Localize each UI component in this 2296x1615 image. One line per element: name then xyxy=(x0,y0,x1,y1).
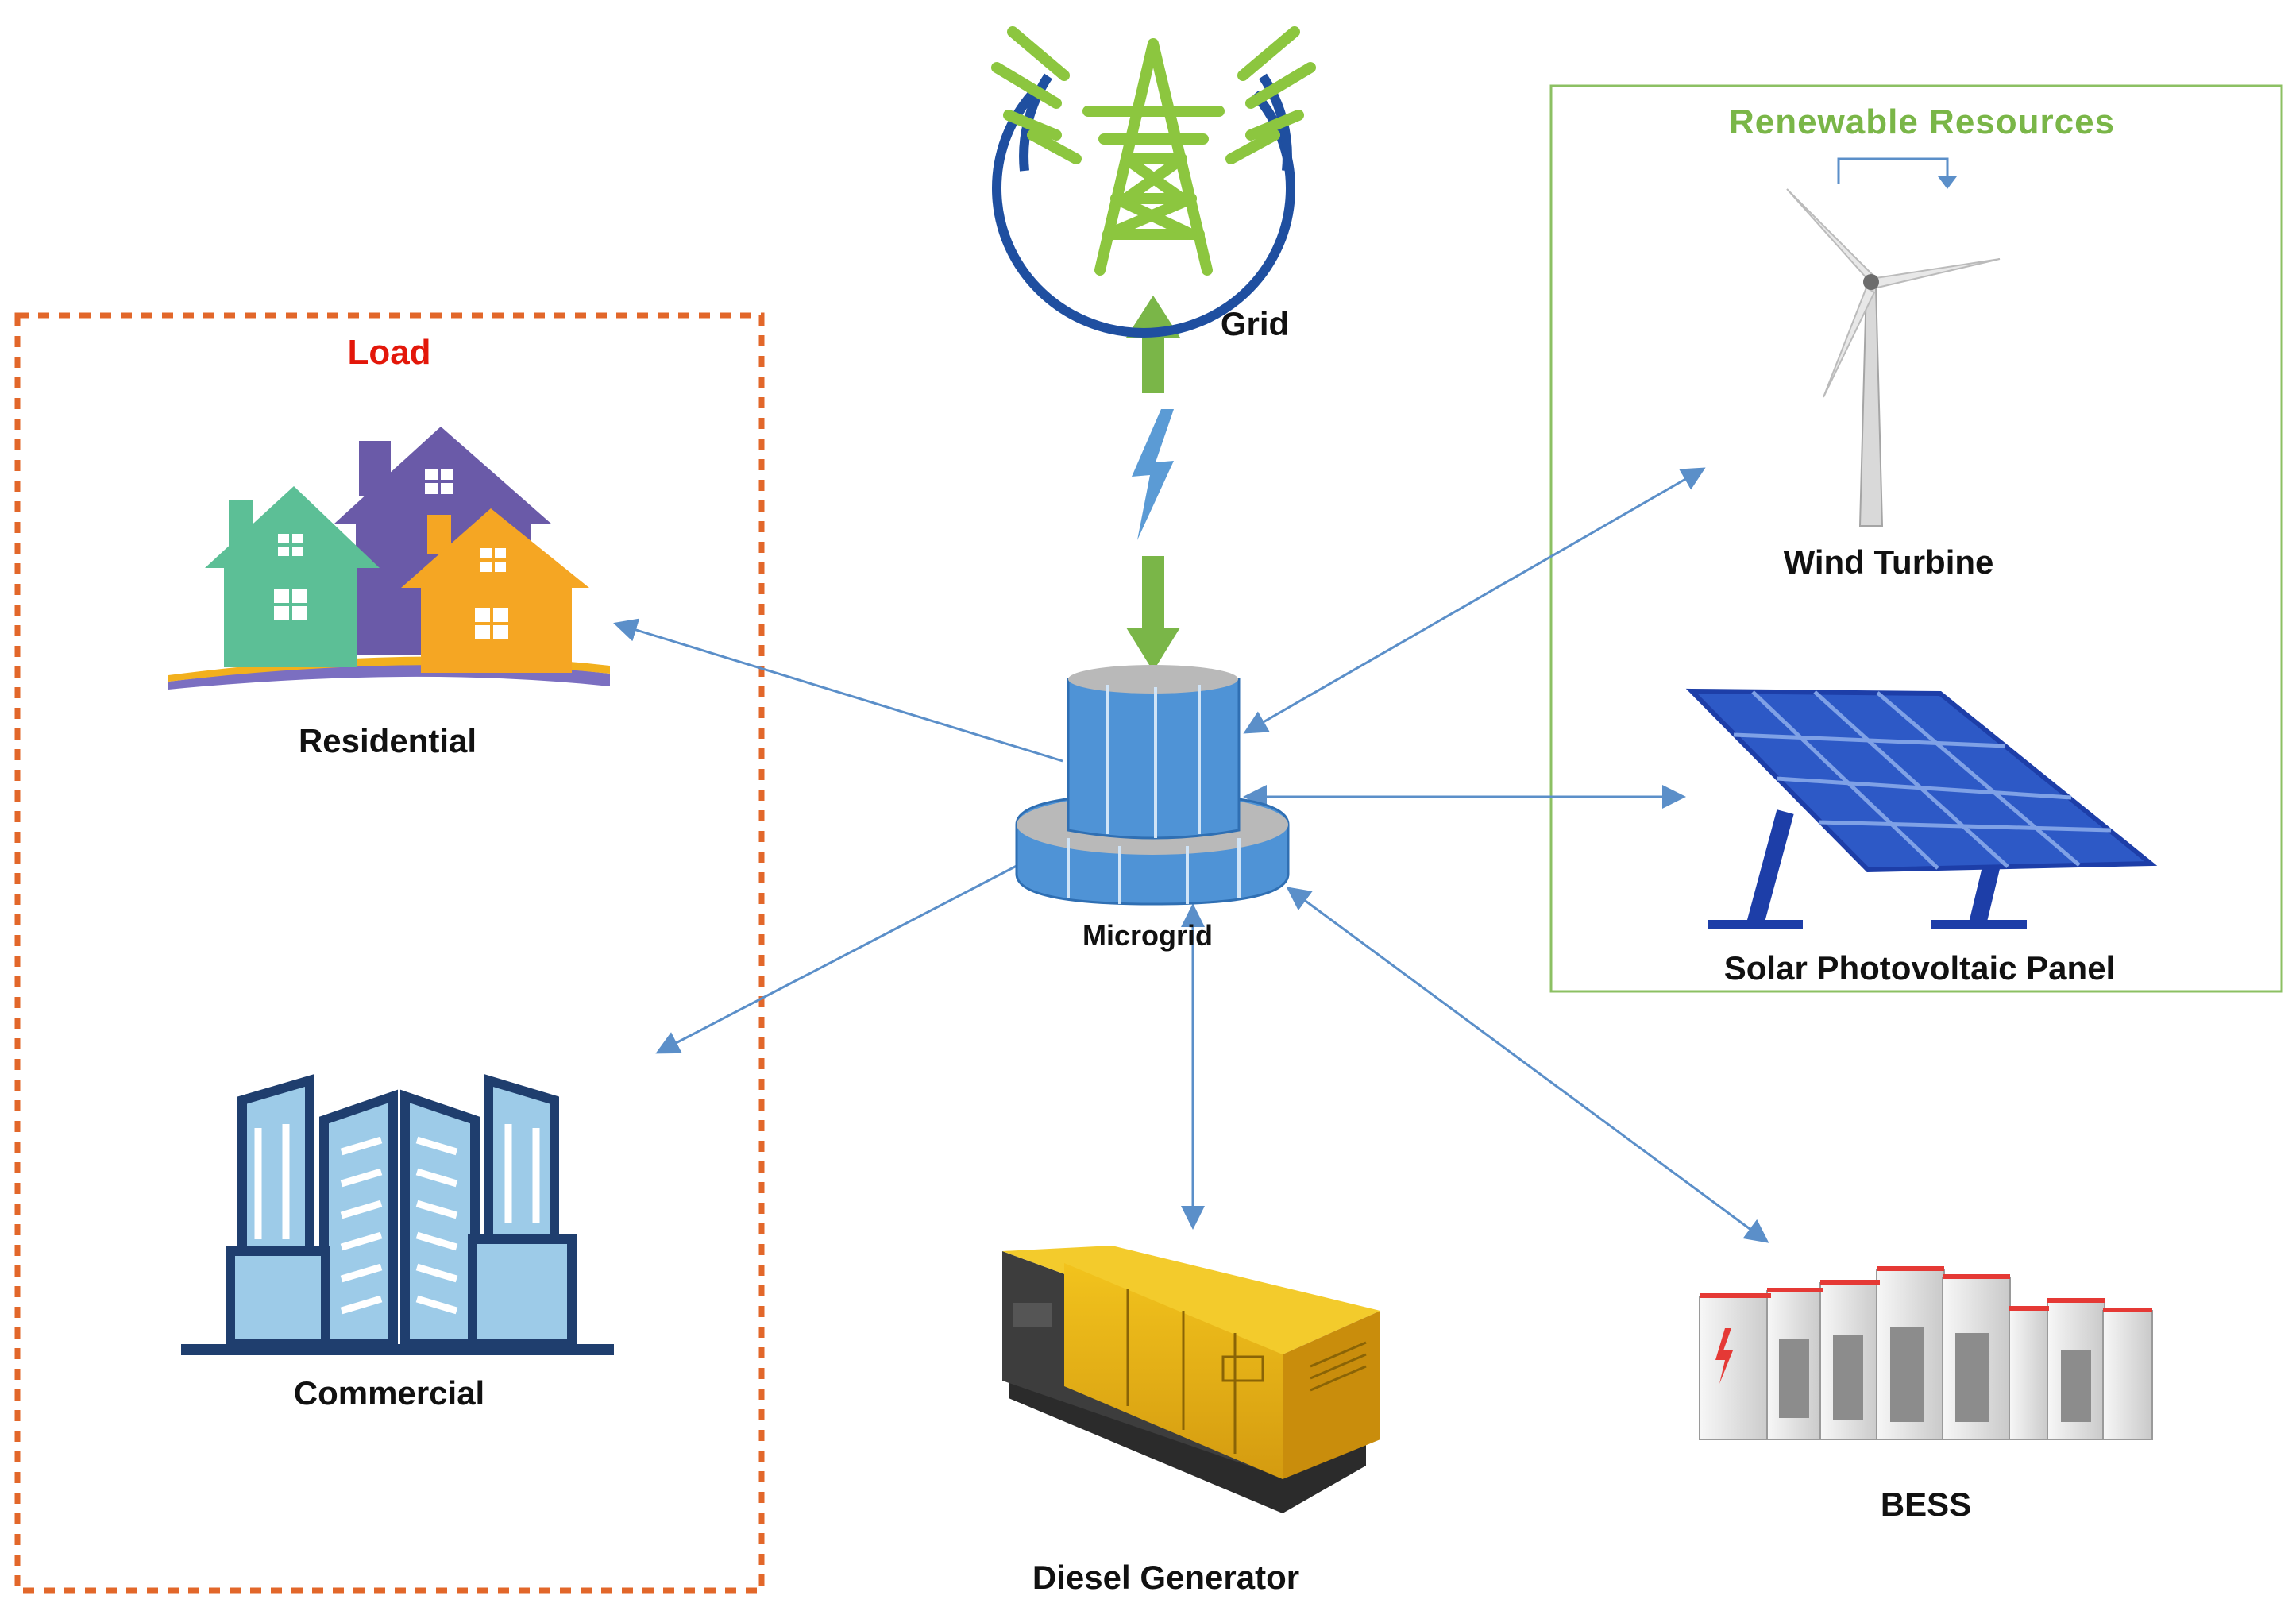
diesel-label: Diesel Generator xyxy=(1032,1559,1299,1596)
lightning-bolt-icon xyxy=(1132,409,1174,540)
link-commercial xyxy=(655,864,1017,1054)
load-group: Load Residential xyxy=(14,312,765,1594)
microgrid-label: Microgrid xyxy=(1082,919,1213,952)
connectors xyxy=(613,467,1769,1243)
renewables-group: Renewable Resources Wind Turbine xyxy=(1549,84,2283,993)
link-wind xyxy=(1243,467,1706,734)
renewables-title: Renewable Resources xyxy=(1729,102,2115,141)
solar-label: Solar Photovoltaic Panel xyxy=(1724,949,2115,987)
wind-turbine-icon xyxy=(1786,188,2001,527)
diesel-generator-icon xyxy=(1002,1246,1380,1513)
residential-label: Residential xyxy=(299,722,477,759)
grid-link xyxy=(1126,296,1180,671)
link-bess xyxy=(1286,887,1769,1243)
link-residential xyxy=(613,618,1063,763)
bess-label: BESS xyxy=(1881,1486,1971,1523)
commercial-label: Commercial xyxy=(294,1374,484,1412)
grid-label: Grid xyxy=(1221,305,1289,342)
load-title: Load xyxy=(347,333,430,372)
renewables-bracket-arrow xyxy=(1837,157,1949,184)
solar-panel-icon xyxy=(1685,688,2158,929)
grid-arrow-up xyxy=(1126,296,1180,393)
wind-label: Wind Turbine xyxy=(1784,543,1994,581)
transmission-tower-icon xyxy=(991,26,1316,338)
load-box-border xyxy=(14,312,765,1594)
microgrid-hub-icon xyxy=(1015,665,1290,906)
grid-arrow-down xyxy=(1126,556,1180,671)
battery-storage-icon xyxy=(1699,1266,2153,1440)
office-buildings-icon xyxy=(181,1073,614,1355)
houses-icon xyxy=(168,427,610,690)
